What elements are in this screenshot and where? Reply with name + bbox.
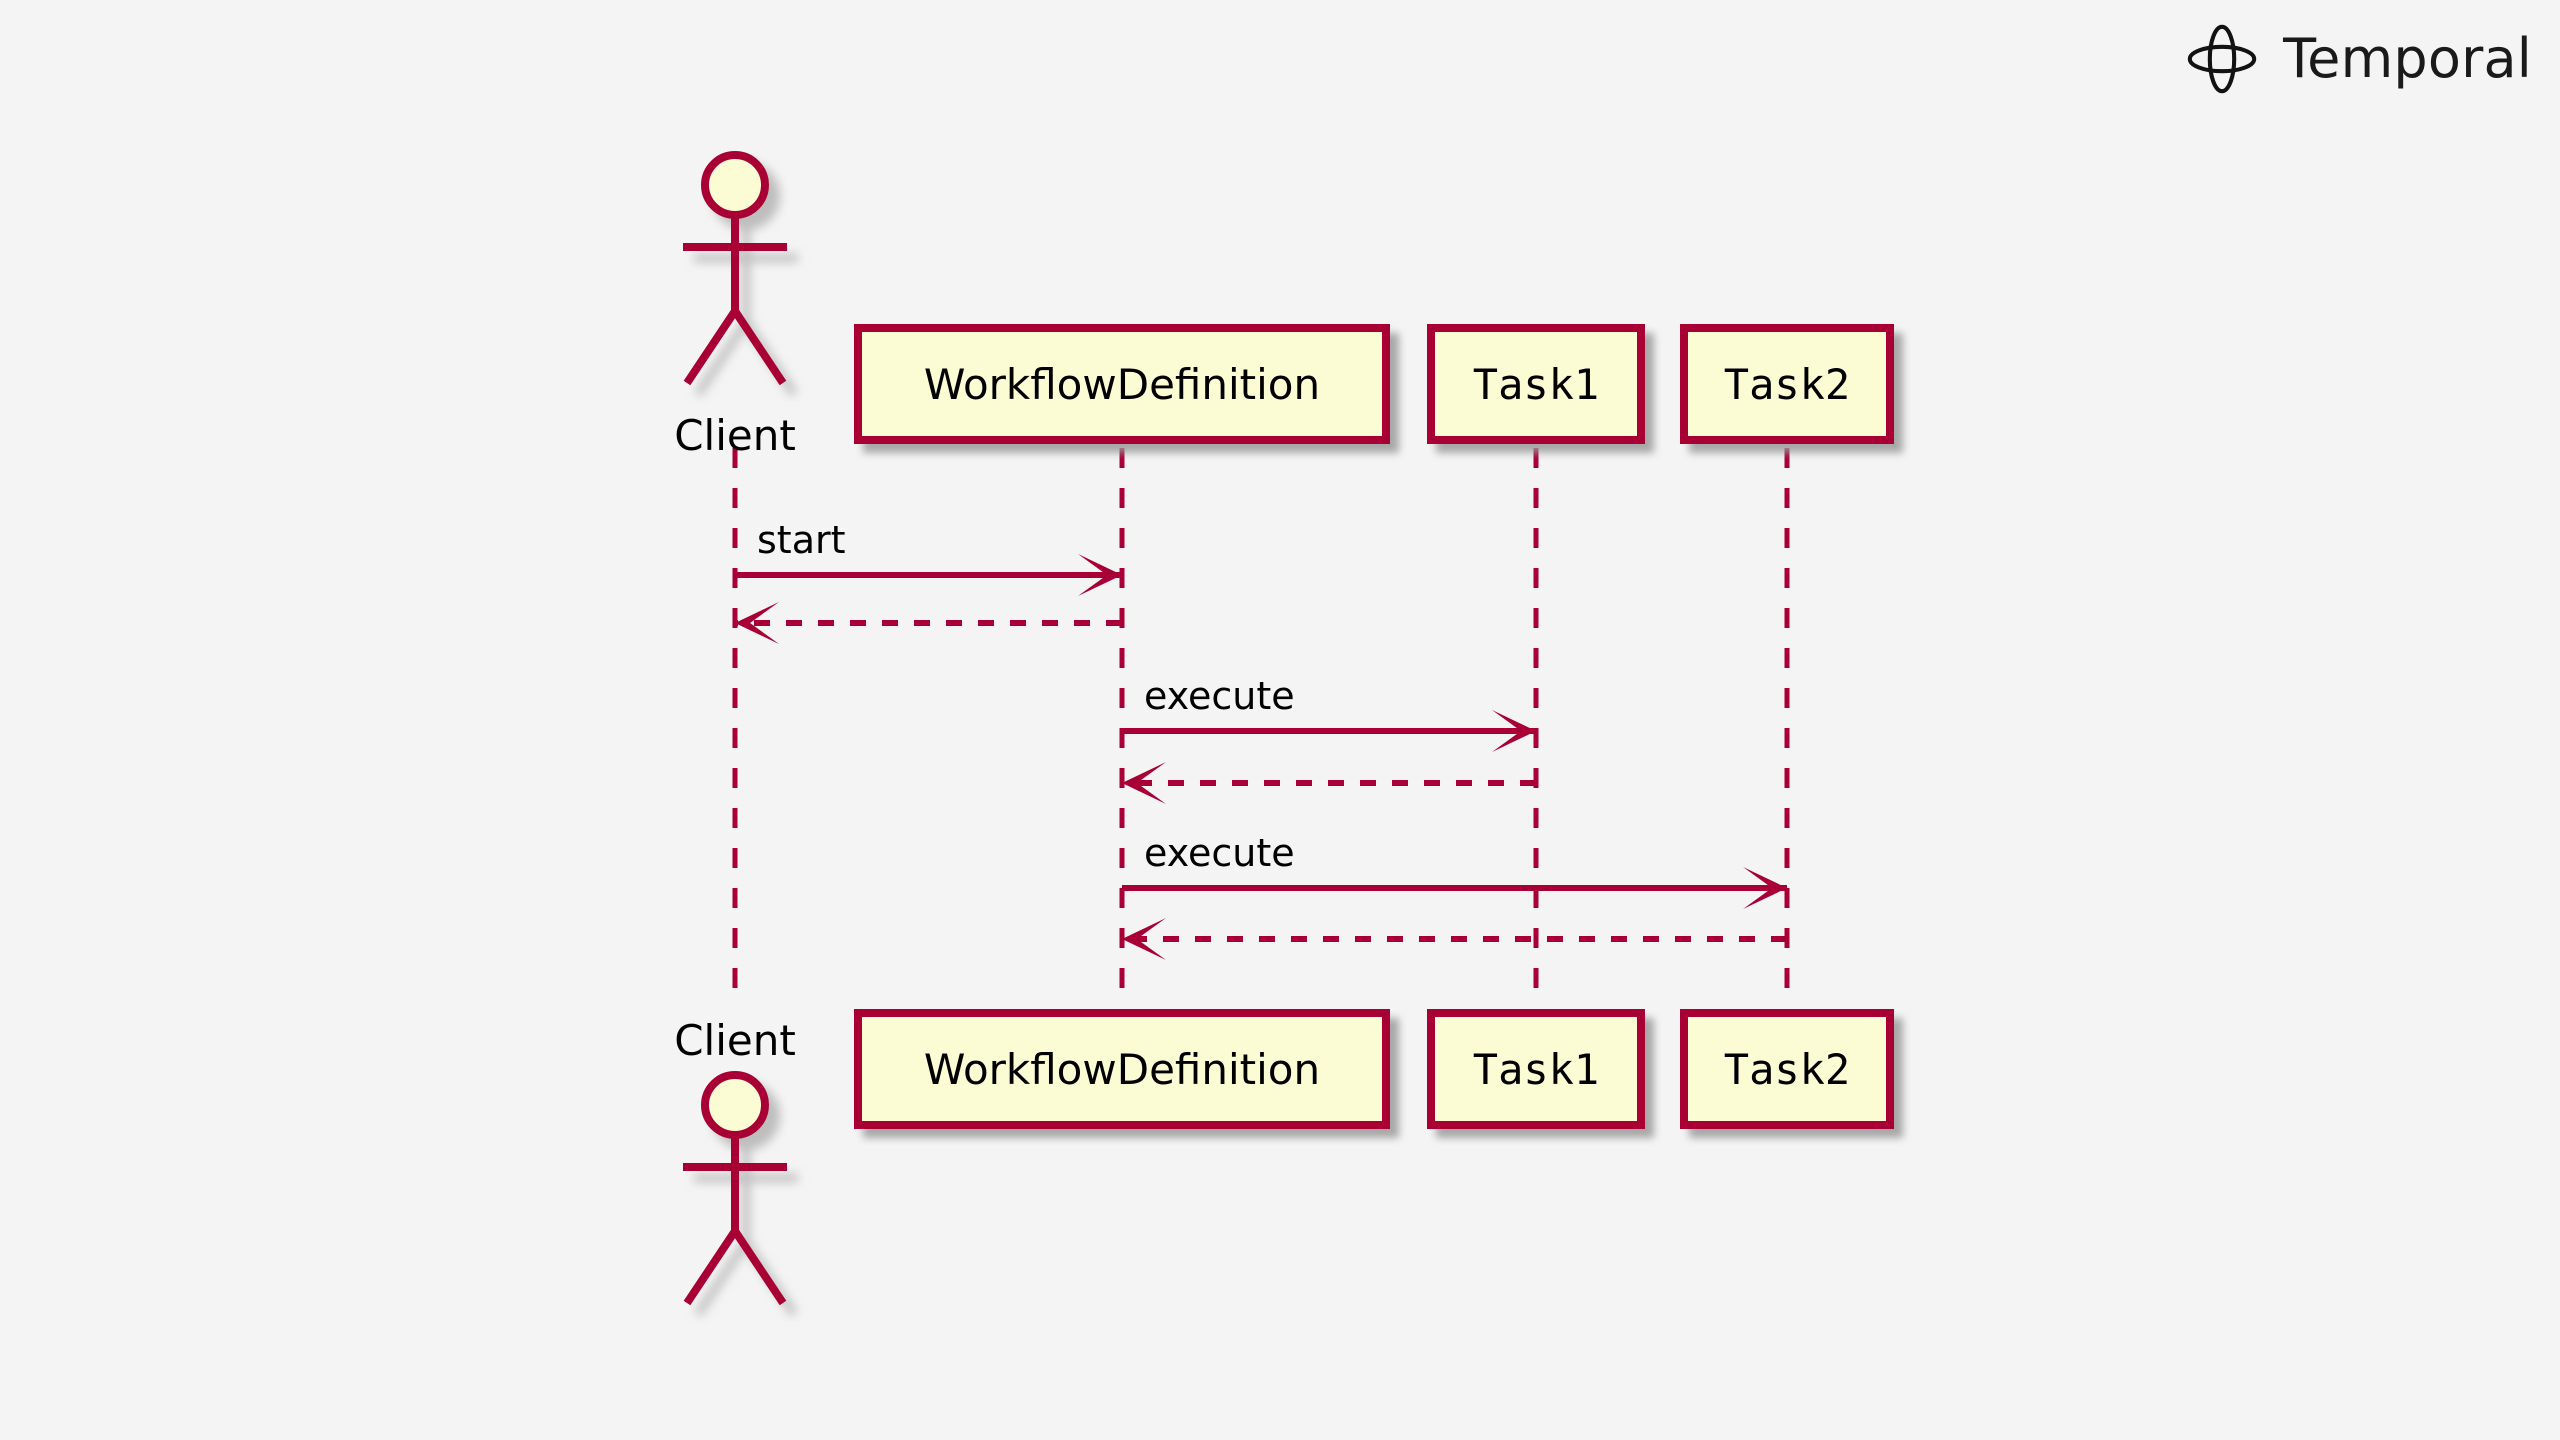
message-label: start bbox=[757, 518, 846, 562]
participant-label-task2: Task2 bbox=[1724, 1045, 1850, 1094]
message-return-5 bbox=[1122, 918, 1787, 960]
participant-label-task1: Task1 bbox=[1473, 1045, 1599, 1094]
participant-box-frame-workflow bbox=[854, 324, 1390, 444]
message-label: execute bbox=[1144, 674, 1295, 718]
temporal-brand: Temporal bbox=[2183, 20, 2532, 98]
participant-box-frame-task2 bbox=[1680, 1009, 1894, 1129]
participant-box-frame-task1 bbox=[1427, 324, 1645, 444]
participant-label-workflow: WorkflowDefinition bbox=[924, 360, 1320, 409]
participant-box-frame-task1 bbox=[1427, 1009, 1645, 1129]
participant-box-task1[interactable]: Task1 bbox=[1427, 324, 1645, 444]
participant-box-task2[interactable]: Task2 bbox=[1680, 324, 1894, 444]
participant-box-frame-workflow bbox=[854, 1009, 1390, 1129]
participant-label-task1: Task1 bbox=[1473, 360, 1599, 409]
message-arrowhead bbox=[1492, 710, 1536, 752]
participant-box-task2[interactable]: Task2 bbox=[1680, 1009, 1894, 1129]
temporal-star-icon bbox=[2183, 20, 2261, 98]
message-return-3 bbox=[1122, 762, 1536, 804]
message-arrowhead bbox=[1122, 918, 1166, 960]
participant-box-workflow[interactable]: WorkflowDefinition bbox=[854, 324, 1390, 444]
actor-label-top: Client bbox=[674, 411, 796, 460]
actor-figure-bottom bbox=[683, 1071, 787, 1306]
participant-box-frame-task2 bbox=[1680, 324, 1894, 444]
brand-name: Temporal bbox=[2283, 27, 2532, 90]
message-arrowhead bbox=[1743, 867, 1787, 909]
participant-box-task1[interactable]: Task1 bbox=[1427, 1009, 1645, 1129]
participant-label-workflow: WorkflowDefinition bbox=[924, 1045, 1320, 1094]
participant-box-workflow[interactable]: WorkflowDefinition bbox=[854, 1009, 1390, 1129]
message-arrowhead bbox=[1122, 762, 1166, 804]
actor-label-bottom: Client bbox=[674, 1016, 796, 1065]
message-return-1 bbox=[735, 602, 1122, 644]
message-arrowhead bbox=[735, 602, 779, 644]
participant-label-task2: Task2 bbox=[1724, 360, 1850, 409]
message-arrowhead bbox=[1078, 554, 1122, 596]
message-execute-2: execute bbox=[1122, 674, 1536, 752]
message-label: execute bbox=[1144, 831, 1295, 875]
actor-figure-top bbox=[683, 151, 787, 386]
message-start-0: start bbox=[735, 518, 1122, 596]
message-execute-4: execute bbox=[1122, 831, 1787, 909]
